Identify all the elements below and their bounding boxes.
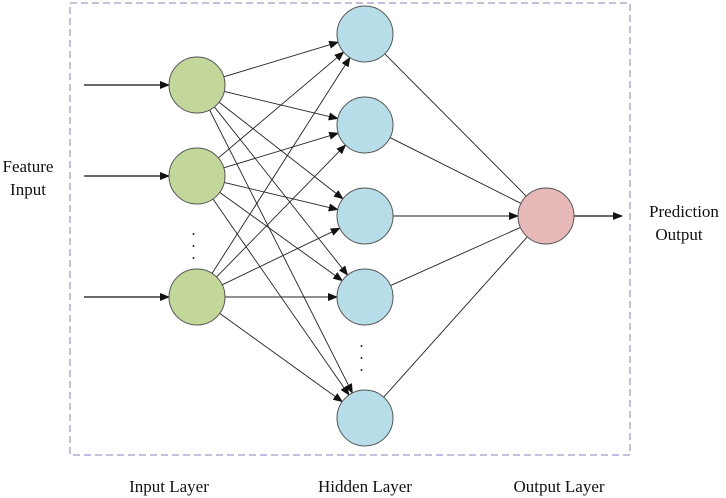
arrows-group — [84, 81, 623, 301]
input-neuron-3 — [168, 268, 226, 326]
connection-input3-hidden1 — [211, 56, 351, 274]
feature-input-label-line1: Feature — [3, 157, 54, 176]
hidden-neuron-3 — [336, 187, 394, 245]
output-neuron-1 — [517, 187, 575, 245]
input-layer-caption: Input Layer — [129, 477, 209, 496]
prediction-output-label-line2: Output — [655, 225, 703, 244]
hidden-neuron-1 — [336, 5, 394, 63]
prediction-output-label-line1: Prediction — [649, 202, 719, 221]
connection-input2-hidden3 — [224, 182, 339, 212]
network-frame — [69, 2, 631, 456]
output-layer-caption: Output Layer — [513, 477, 604, 496]
hidden-neuron-4 — [336, 268, 394, 326]
hidden-ellipsis: ... — [357, 344, 374, 380]
connection-input1-hidden4 — [214, 106, 349, 276]
input-neuron-1 — [168, 56, 226, 114]
connection-input1-hidden1 — [223, 40, 340, 78]
connection-input3-hidden5 — [219, 312, 344, 403]
connection-hidden1-output — [384, 53, 527, 197]
connection-input2-hidden4 — [219, 191, 344, 282]
connection-input3-hidden3 — [222, 227, 341, 286]
connection-input2-hidden2 — [223, 131, 340, 169]
hidden-neuron-2 — [336, 96, 394, 154]
connection-hidden2-output — [389, 137, 522, 204]
connection-hidden4-output — [390, 227, 521, 286]
hidden-neuron-5 — [336, 389, 394, 447]
input-neuron-2 — [168, 147, 226, 205]
connection-input2-hidden1 — [218, 51, 345, 159]
hidden-layer-caption: Hidden Layer — [318, 477, 412, 496]
neurons-group — [168, 5, 575, 447]
connection-input1-hidden5 — [209, 109, 353, 394]
input-ellipsis: ... — [189, 232, 206, 268]
connections-group — [209, 40, 528, 403]
feature-input-label-line2: Input — [10, 180, 46, 199]
connection-hidden5-output — [383, 236, 528, 398]
connection-input3-hidden2 — [216, 144, 347, 278]
